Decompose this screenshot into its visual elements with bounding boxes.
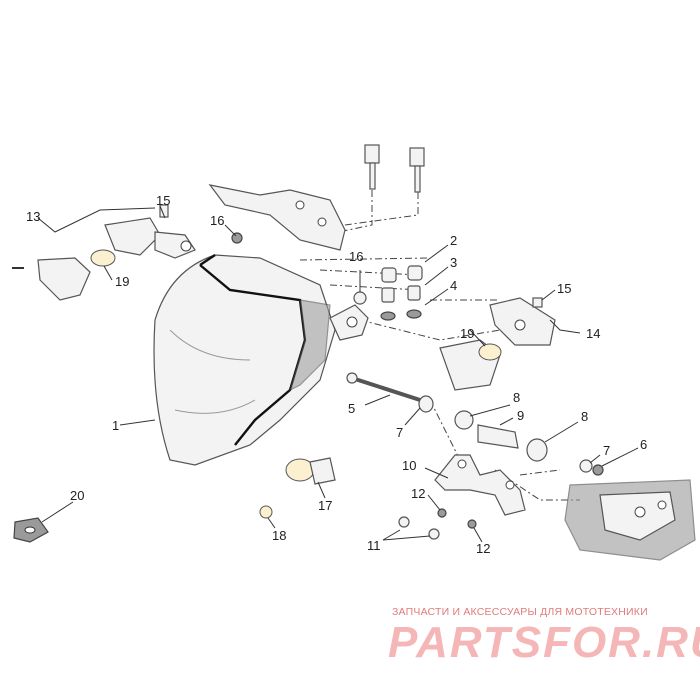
callout-16b: 16 (349, 249, 363, 264)
callout-10: 10 (402, 458, 416, 473)
callout-19a: 19 (115, 274, 129, 289)
bolt-16 (231, 232, 243, 244)
callout-7b: 7 (603, 443, 610, 458)
callout-18: 18 (272, 528, 286, 543)
assembly-dash-lines (299, 190, 580, 501)
callout-7a: 7 (396, 425, 403, 440)
callout-15b: 15 (557, 281, 571, 296)
callout-15a: 15 (156, 193, 170, 208)
right-turn-signal (439, 297, 556, 391)
callout-8a: 8 (513, 390, 520, 405)
callout-3: 3 (450, 255, 457, 270)
callout-8b: 8 (581, 409, 588, 424)
callout-20: 20 (70, 488, 84, 503)
callout-11: 11 (367, 538, 381, 553)
callout-16a: 16 (210, 213, 224, 228)
watermark-caption: ЗАПЧАСТИ И АКСЕССУАРЫ ДЛЯ МОТОТЕХНИКИ (392, 606, 648, 618)
callout-9: 9 (517, 408, 524, 423)
upper-bracket (208, 144, 425, 251)
callout-5: 5 (348, 401, 355, 416)
headlight-body (153, 254, 369, 466)
parking-bulb (259, 505, 273, 519)
callout-13: 13 (26, 209, 40, 224)
callout-4: 4 (450, 278, 457, 293)
lower-bracket (434, 454, 526, 516)
watermark-logo: PARTSFOR.RU (388, 618, 700, 667)
screws-and-nuts (398, 508, 477, 540)
grommets (353, 265, 423, 321)
washers-spacers (418, 395, 604, 476)
connector-20 (13, 517, 49, 543)
leader-lines (37, 205, 639, 543)
callout-19b: 19 (460, 326, 474, 341)
callout-14: 14 (586, 326, 600, 341)
callout-6: 6 (640, 437, 647, 452)
frame-section (564, 479, 696, 561)
callout-12b: 12 (476, 541, 490, 556)
callout-2: 2 (450, 233, 457, 248)
callout-17: 17 (318, 498, 332, 513)
callout-12a: 12 (411, 486, 425, 501)
headlight-bulb (285, 457, 336, 485)
bolt-5 (346, 372, 421, 402)
callout-1: 1 (112, 418, 119, 433)
callout-labels: 1 2 3 4 5 6 7 7 8 8 9 10 11 12 12 13 14 … (26, 193, 647, 556)
left-turn-signal (12, 204, 196, 301)
